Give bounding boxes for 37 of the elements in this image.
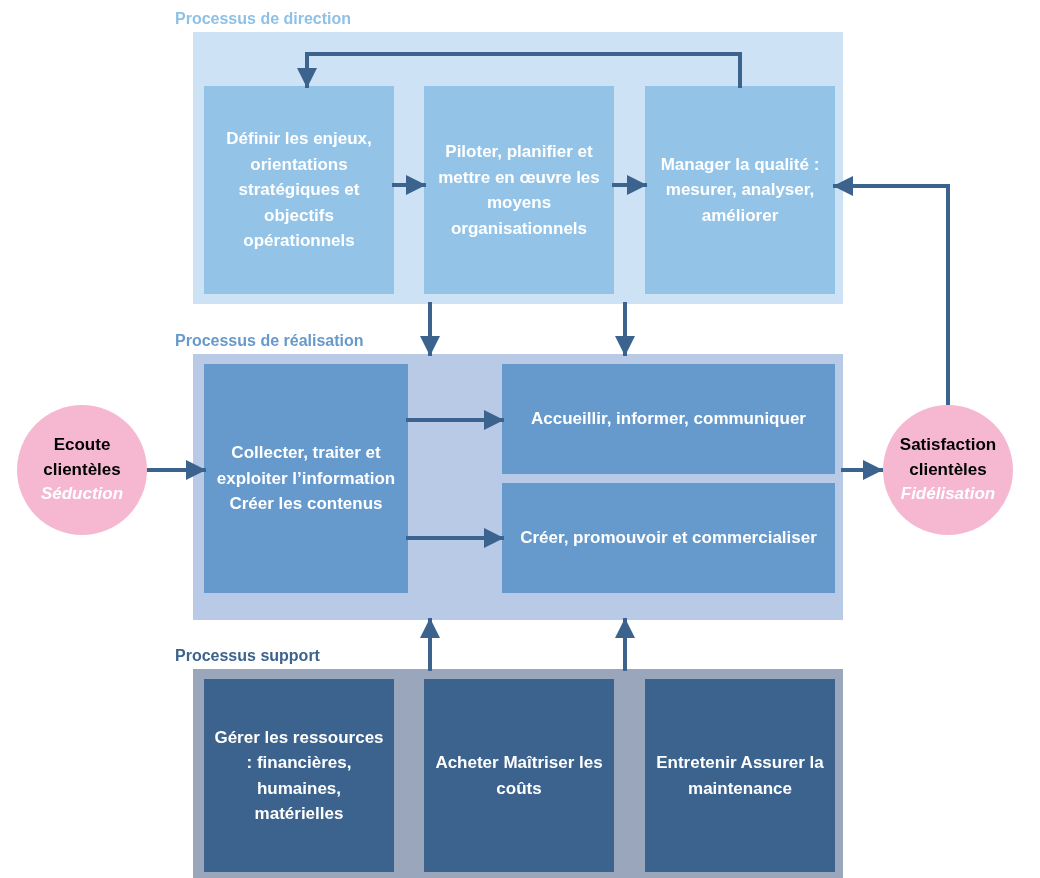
process-box — [204, 364, 408, 593]
group-title: Processus support — [175, 647, 320, 665]
box-text: Accueillir, informer, communiquer — [531, 408, 806, 431]
box-text: Manager la qualité : mesurer, analyser, améliorer — [659, 153, 821, 227]
circle-subtitle: Fidélisation — [900, 483, 996, 506]
arrow — [420, 302, 440, 356]
process-box — [424, 679, 614, 872]
group-title: Processus de direction — [175, 10, 352, 28]
arrow — [420, 618, 440, 671]
box-text: Entretenir Assurer la maintenance — [655, 752, 825, 800]
box-text: Piloter, planifier et mettre en œuvre les moyens organisationnels — [437, 141, 601, 240]
process-box — [204, 679, 394, 872]
process-box — [502, 364, 835, 474]
arrow — [406, 410, 504, 430]
circle-subtitle: Séduction — [40, 483, 124, 506]
group-title: Processus de réalisation — [175, 332, 364, 350]
arrow — [833, 176, 950, 405]
process-box — [204, 86, 394, 294]
arrow — [297, 52, 742, 88]
arrow — [615, 302, 635, 356]
process-box — [645, 679, 835, 872]
arrow — [392, 175, 426, 195]
arrow — [841, 460, 883, 480]
arrow — [612, 175, 647, 195]
arrow — [615, 618, 635, 671]
process-box — [645, 86, 835, 294]
arrow — [147, 460, 206, 480]
circle-label: Ecoute clientèles — [42, 434, 122, 481]
arrow — [406, 528, 504, 548]
circle-label: Satisfaction clientèles — [898, 434, 998, 481]
box-text: Créer, promouvoir et commercialiser — [520, 527, 817, 550]
box-text: Gérer les ressources : financières, humaines, matérielles — [213, 726, 385, 825]
process-box — [502, 483, 835, 593]
box-text: Acheter Maîtriser les coûts — [434, 752, 604, 800]
process-box — [424, 86, 614, 294]
box-text: Définir les enjeux, orientations stratégiques et objectifs opérationnels — [225, 128, 373, 253]
box-text: Collecter, traiter et exploiter l’information Créer les contenus — [215, 442, 397, 516]
